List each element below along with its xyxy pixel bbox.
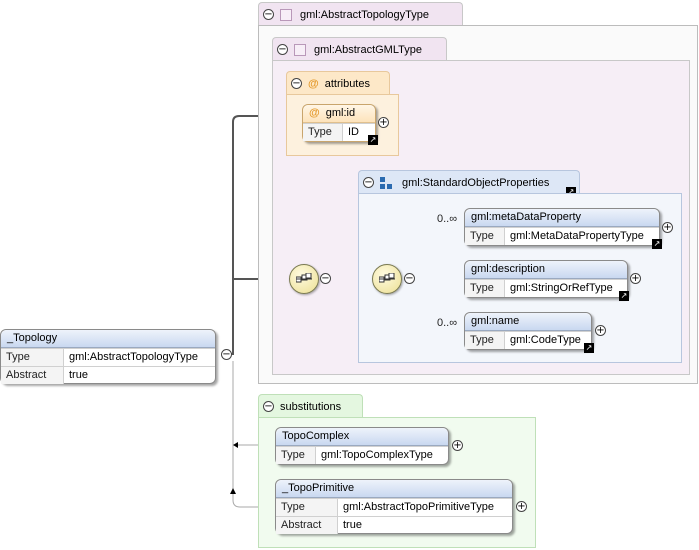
type-key: Type bbox=[303, 124, 343, 141]
standard-object-properties-label: gml:StandardObjectProperties bbox=[402, 176, 550, 189]
link-arrow-icon[interactable]: ↗ bbox=[619, 291, 629, 301]
type-key: Type bbox=[465, 228, 505, 245]
occurrence-label: 0..∞ bbox=[437, 317, 458, 329]
attribute-group-icon bbox=[380, 176, 394, 189]
gml-id-attribute[interactable]: @ gml:id Type ID bbox=[302, 104, 376, 142]
description-element[interactable]: gml:description Type gml:StringOrRefType bbox=[464, 260, 628, 298]
expand-icon[interactable]: + bbox=[452, 439, 463, 451]
collapse-icon[interactable]: − bbox=[277, 43, 288, 55]
topo-primitive-name: _TopoPrimitive bbox=[276, 480, 512, 498]
substitution-arrow-topoprimitive bbox=[230, 488, 236, 494]
topo-primitive-abstract: true bbox=[343, 519, 362, 531]
sequence-node-inner[interactable] bbox=[372, 264, 402, 294]
collapse-icon[interactable]: − bbox=[363, 176, 374, 188]
topology-element-type: gml:AbstractTopologyType bbox=[69, 351, 199, 363]
complex-type-icon bbox=[294, 43, 306, 56]
complex-type-icon bbox=[280, 8, 292, 21]
type-key: Type bbox=[276, 447, 316, 464]
standard-object-properties-tab[interactable]: − gml:StandardObjectProperties bbox=[358, 170, 580, 194]
abstract-gml-type-label: gml:AbstractGMLType bbox=[314, 43, 422, 56]
type-key: Type bbox=[465, 332, 505, 349]
collapse-icon[interactable]: − bbox=[404, 272, 415, 284]
substitutions-label: substitutions bbox=[280, 400, 342, 413]
substitutions-tab[interactable]: − substitutions bbox=[258, 394, 363, 418]
meta-data-property-element[interactable]: gml:metaDataProperty Type gml:MetaDataPro… bbox=[464, 208, 660, 246]
topo-complex-name: TopoComplex bbox=[276, 428, 448, 446]
occurrence-label: 0..∞ bbox=[437, 213, 458, 225]
type-key: Type bbox=[1, 349, 64, 366]
description-type: gml:StringOrRefType bbox=[510, 282, 613, 294]
collapse-icon[interactable]: − bbox=[263, 400, 274, 412]
collapse-icon[interactable]: − bbox=[221, 348, 232, 360]
attribute-icon: @ bbox=[308, 77, 319, 90]
collapse-icon[interactable]: − bbox=[263, 8, 274, 20]
name-element-type: gml:CodeType bbox=[510, 334, 581, 346]
meta-data-property-name: gml:metaDataProperty bbox=[465, 209, 659, 227]
name-element-name: gml:name bbox=[465, 313, 591, 331]
gml-id-type: ID bbox=[348, 126, 359, 138]
link-arrow-icon[interactable]: ↗ bbox=[652, 239, 662, 249]
collapse-icon[interactable]: − bbox=[320, 272, 331, 284]
type-key: Type bbox=[465, 280, 505, 297]
topo-complex-type: gml:TopoComplexType bbox=[321, 449, 433, 461]
link-arrow-icon[interactable]: ↗ bbox=[566, 187, 576, 197]
topology-element-name: _Topology bbox=[1, 330, 215, 348]
abstract-topology-type-label: gml:AbstractTopologyType bbox=[300, 8, 430, 21]
attributes-label: attributes bbox=[324, 77, 370, 90]
attribute-icon: @ bbox=[309, 107, 320, 119]
expand-icon[interactable]: + bbox=[516, 500, 527, 512]
expand-icon[interactable]: + bbox=[378, 116, 389, 128]
sequence-node-outer[interactable] bbox=[289, 264, 319, 294]
expand-icon[interactable]: + bbox=[630, 272, 641, 284]
name-element[interactable]: gml:name Type gml:CodeType bbox=[464, 312, 592, 350]
abstract-gml-type-tab[interactable]: − gml:AbstractGMLType bbox=[272, 37, 447, 61]
meta-data-property-type: gml:MetaDataPropertyType bbox=[510, 230, 644, 242]
sequence-icon bbox=[379, 273, 395, 283]
substitution-arrow-topocomplex bbox=[233, 442, 238, 448]
expand-icon[interactable]: + bbox=[595, 324, 606, 336]
topo-primitive-element[interactable]: _TopoPrimitive Type gml:AbstractTopoPrimi… bbox=[275, 479, 513, 534]
attributes-tab[interactable]: − @ attributes bbox=[286, 71, 390, 95]
topology-element-abstract: true bbox=[69, 369, 88, 381]
link-arrow-icon[interactable]: ↗ bbox=[584, 343, 594, 353]
gml-id-name: gml:id bbox=[325, 107, 356, 119]
topology-element[interactable]: _Topology Type gml:AbstractTopologyType A… bbox=[0, 329, 216, 384]
collapse-icon[interactable]: − bbox=[291, 77, 302, 89]
abstract-key: Abstract bbox=[1, 367, 64, 384]
type-key: Type bbox=[276, 499, 338, 516]
expand-icon[interactable]: + bbox=[662, 221, 673, 233]
description-name: gml:description bbox=[465, 261, 627, 279]
abstract-key: Abstract bbox=[276, 517, 338, 534]
topo-complex-element[interactable]: TopoComplex Type gml:TopoComplexType bbox=[275, 427, 449, 465]
topo-primitive-type: gml:AbstractTopoPrimitiveType bbox=[343, 501, 494, 513]
sequence-icon bbox=[296, 273, 312, 283]
abstract-topology-type-tab[interactable]: − gml:AbstractTopologyType bbox=[258, 2, 463, 26]
link-arrow-icon[interactable]: ↗ bbox=[368, 135, 378, 145]
